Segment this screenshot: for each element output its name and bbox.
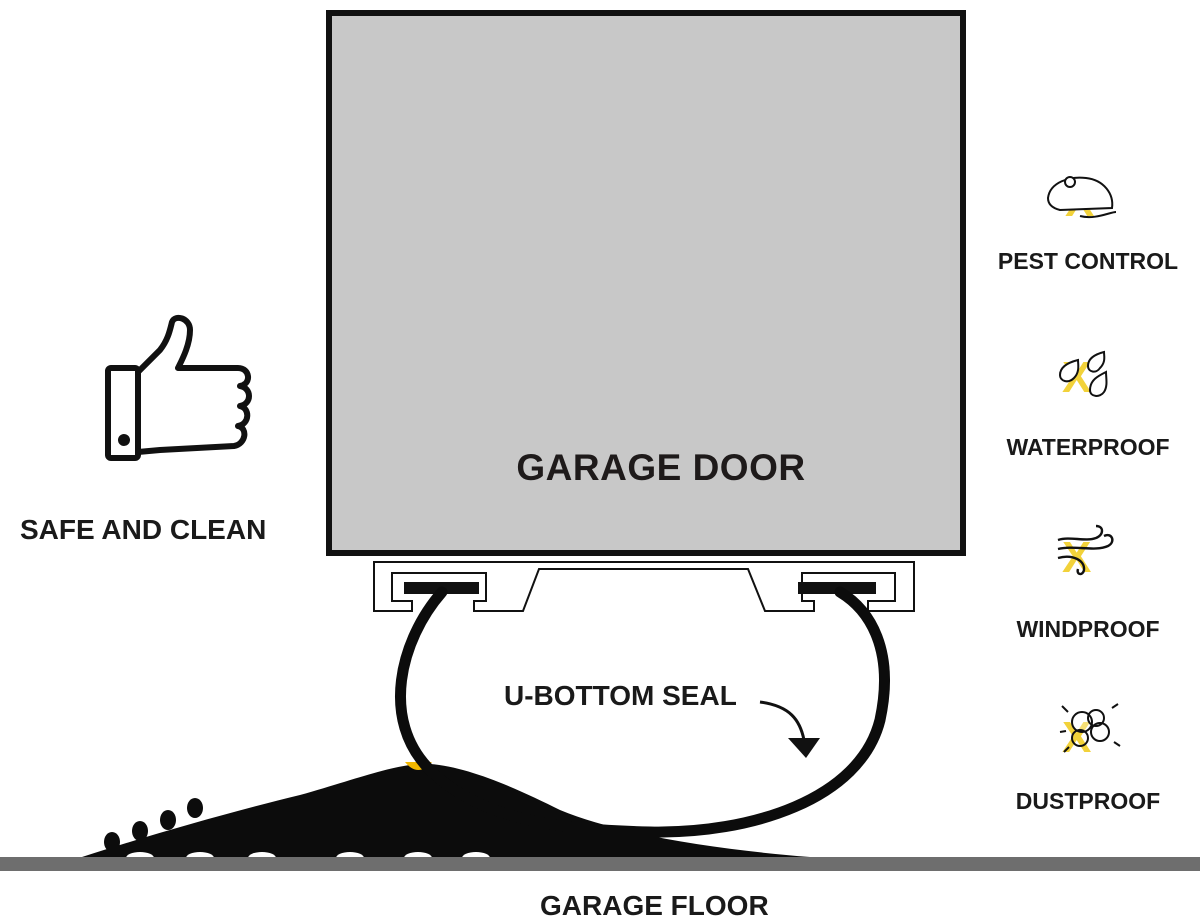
u-bottom-seal-label: U-BOTTOM SEAL: [504, 680, 737, 711]
ramp-bumps: [104, 798, 203, 852]
garage-door-panel: [326, 10, 966, 556]
dust-icon: X: [1059, 703, 1121, 762]
safe-and-clean-label: SAFE AND CLEAN: [20, 514, 267, 545]
garage-floor-label: GARAGE FLOOR: [540, 890, 769, 921]
arrow-head-icon: [788, 738, 820, 758]
thumbs-up-icon: [105, 314, 252, 461]
garage-door-label: GARAGE DOOR: [516, 447, 806, 488]
waterproof-label: WATERPROOF: [1006, 434, 1170, 460]
svg-text:X: X: [1062, 713, 1091, 762]
garage-floor: [0, 857, 1200, 871]
u-bottom-seal: [395, 586, 890, 838]
retainer-track: [373, 561, 915, 612]
wind-icon: X: [1057, 524, 1114, 582]
seal-t-keys: [404, 582, 876, 594]
pest-control-label: PEST CONTROL: [997, 248, 1179, 274]
windproof-label: WINDPROOF: [1016, 616, 1160, 642]
pointer-arrow: [759, 700, 806, 741]
dustproof-label: DUSTPROOF: [1015, 788, 1161, 814]
mouse-icon: X: [1046, 176, 1117, 226]
water-drops-icon: X: [1058, 350, 1108, 402]
